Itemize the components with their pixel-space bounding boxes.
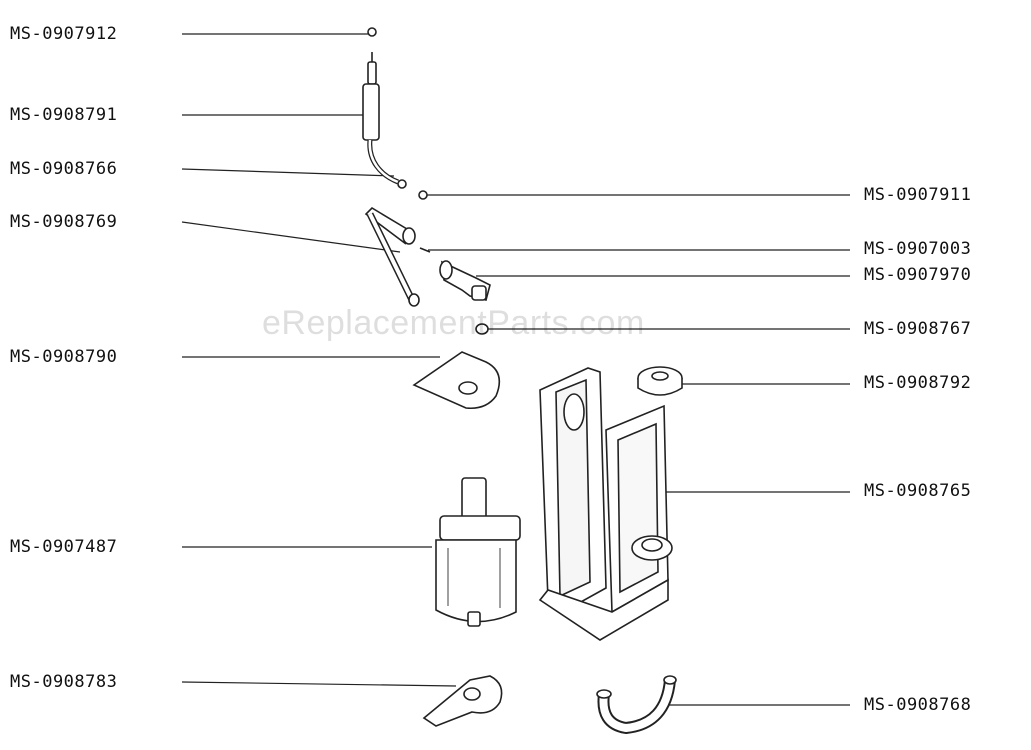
bracket-plate-upper	[412, 351, 501, 410]
leader-line-3	[181, 168, 395, 177]
part-label[interactable]: MS-0907487	[10, 537, 118, 557]
part-drawings	[362, 27, 683, 735]
washer-small	[475, 323, 489, 335]
part-label[interactable]: MS-0908791	[10, 105, 118, 125]
grommet	[637, 366, 683, 396]
housing-frame	[538, 367, 673, 641]
part-label[interactable]: MS-0908792	[864, 373, 972, 393]
leader-line-7	[181, 681, 457, 687]
part-label[interactable]: MS-0908783	[10, 672, 118, 692]
probe-part	[362, 52, 407, 189]
leader-line-4	[181, 221, 401, 253]
clip-part	[419, 247, 431, 253]
part-label[interactable]: MS-0908769	[10, 212, 118, 232]
bent-tube	[364, 206, 420, 307]
watermark-text: eReplacementParts.com	[262, 304, 645, 342]
o-ring-small	[367, 27, 377, 37]
part-label[interactable]: MS-0908790	[10, 347, 118, 367]
part-label[interactable]: MS-0907003	[864, 239, 972, 259]
part-label[interactable]: MS-0907970	[864, 265, 972, 285]
bracket-plate-lower	[422, 675, 503, 727]
part-label[interactable]: MS-0907912	[10, 24, 118, 44]
elbow-connector	[439, 260, 491, 301]
u-tube	[596, 675, 677, 735]
part-label[interactable]: MS-0908766	[10, 159, 118, 179]
o-ring-right	[418, 190, 428, 200]
part-label[interactable]: MS-0908765	[864, 481, 972, 501]
part-label[interactable]: MS-0908768	[864, 695, 972, 715]
pump	[435, 477, 521, 627]
part-label[interactable]: MS-0908767	[864, 319, 972, 339]
leader-lines	[181, 33, 850, 706]
part-label[interactable]: MS-0907911	[864, 185, 972, 205]
